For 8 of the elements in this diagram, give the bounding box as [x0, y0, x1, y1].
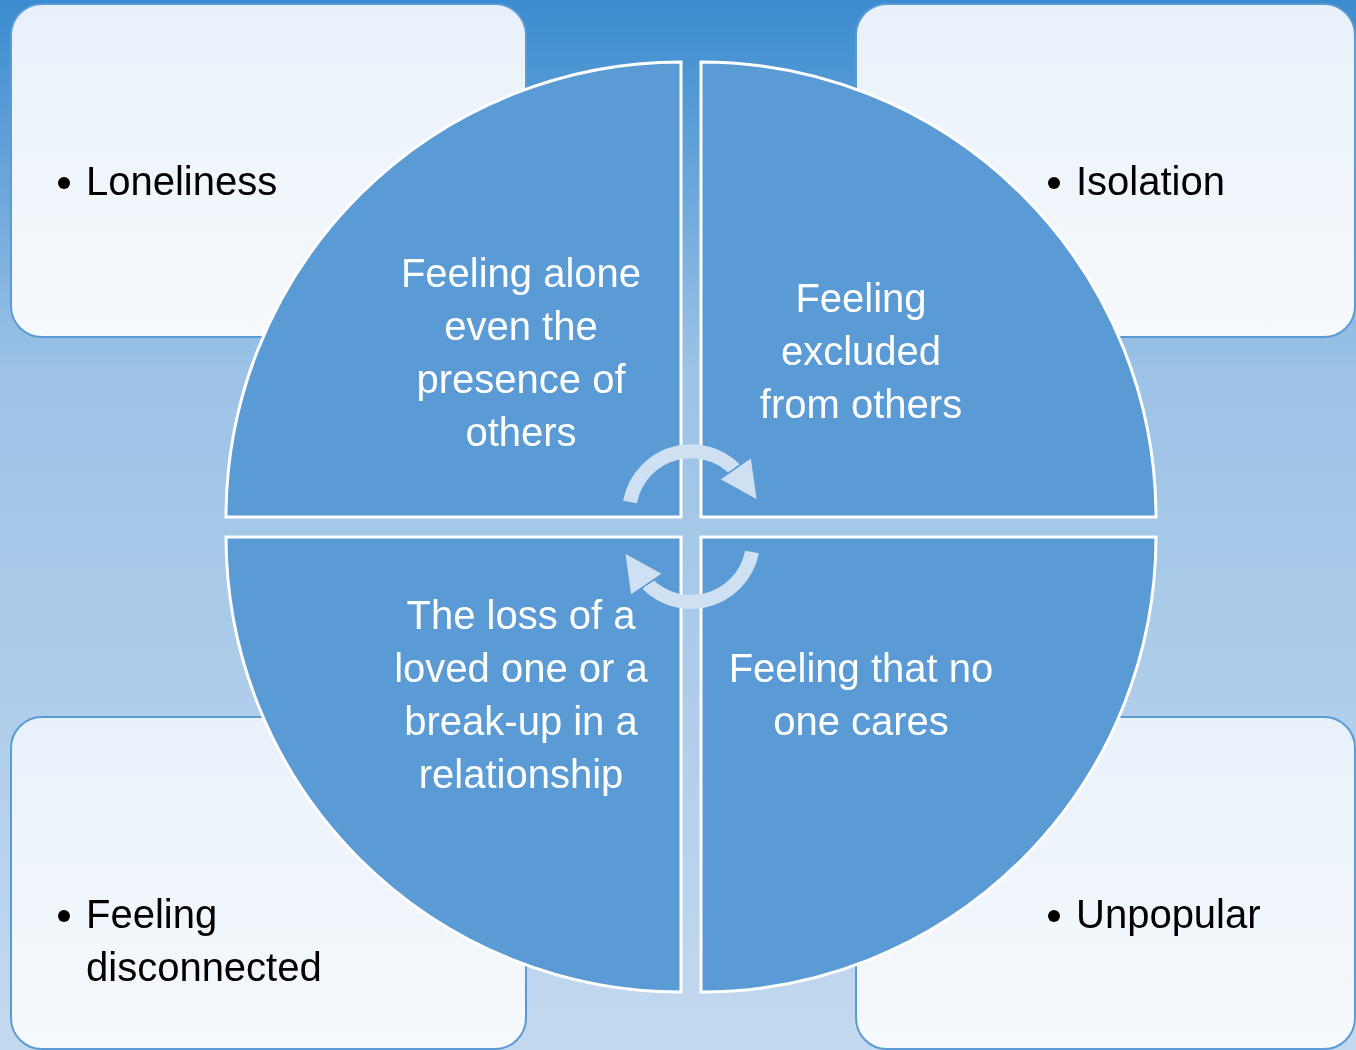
segment-text: Feeling alone even the presence of others — [399, 250, 643, 456]
segment-text: Feeling excluded from others — [758, 275, 964, 428]
list-text: Loneliness — [86, 159, 278, 203]
segment-text: Feeling that no one cares — [727, 645, 995, 745]
segment-text: The loss of a loved one or a break-up in a relationship — [393, 592, 649, 798]
list-text: Isolation — [1076, 159, 1225, 203]
list-text: Feeling disconnected — [86, 892, 322, 989]
list-text: Unpopular — [1076, 892, 1261, 936]
